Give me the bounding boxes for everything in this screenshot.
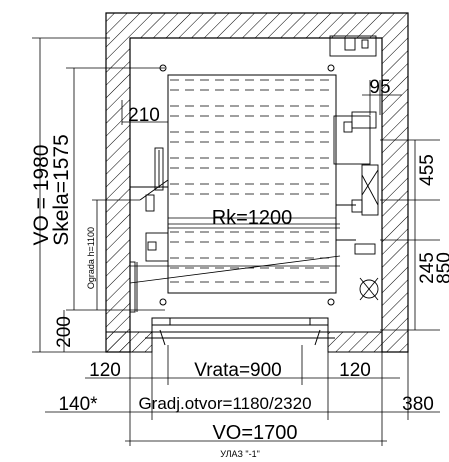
dim-120-right-label: 120 bbox=[339, 360, 371, 381]
vrata-label: Vrata=900 bbox=[194, 360, 282, 381]
landing-door bbox=[145, 317, 335, 346]
dim-200-label: 200 bbox=[54, 316, 75, 348]
entrance-label: УЛАЗ "-1" bbox=[220, 449, 260, 459]
dim-95-label: 95 bbox=[369, 77, 390, 98]
rk-label: Rk=1200 bbox=[212, 207, 293, 229]
skela-label: Skela=1575 bbox=[50, 134, 73, 246]
ograda-label: Ograda h=1100 bbox=[86, 227, 96, 289]
vo-width-label: VO=1700 bbox=[212, 422, 297, 444]
dimension-lines bbox=[32, 37, 440, 446]
vo-height-label: VO = 1980 bbox=[30, 145, 53, 246]
dim-455-label: 455 bbox=[417, 154, 438, 186]
dim-245-label: 245 bbox=[417, 252, 438, 284]
dim-210-label: 210 bbox=[128, 105, 160, 126]
dim-120-left-label: 120 bbox=[89, 360, 121, 381]
dim-850-label: 850 bbox=[434, 252, 449, 284]
shaft-walls bbox=[105, 12, 409, 353]
dim-380-label: 380 bbox=[402, 394, 434, 415]
right-equipment bbox=[329, 35, 379, 301]
left-equipment bbox=[129, 147, 169, 313]
gradj-otvor-label: Gradj.otvor=1180/2320 bbox=[138, 394, 311, 413]
cabin bbox=[129, 64, 341, 306]
dim-140-label: 140* bbox=[58, 394, 98, 415]
